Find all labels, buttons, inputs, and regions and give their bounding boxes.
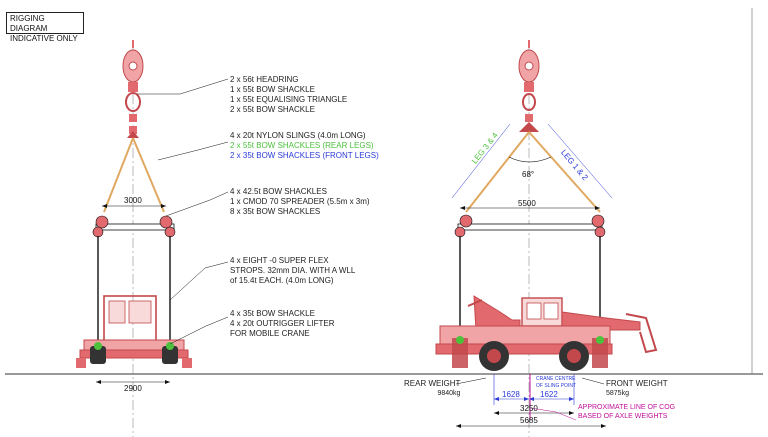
note-headring: 2 x 56t HEADRING <box>230 75 299 84</box>
note-strops-2: STROPS. 32mm DIA. WITH A WLL <box>230 266 356 275</box>
sling-notes: 4 x 20t NYLON SLINGS (4.0m LONG) 2 x 55t… <box>230 131 379 161</box>
dim-1628: 1628 <box>502 390 520 399</box>
side-view <box>435 40 658 437</box>
dim-spreader-front: 3000 <box>124 196 142 205</box>
rear-weight-value: 9840kg <box>437 390 461 397</box>
diagram-title-box: RIGGING DIAGRAM INDICATIVE ONLY <box>6 12 84 43</box>
cog-note-2: BASED OF AXLE WEIGHTS <box>578 413 668 420</box>
dim-3250: 3250 <box>520 404 538 413</box>
note-equalising-triangle: 1 x 55t EQUALISING TRIANGLE <box>230 95 348 104</box>
note-bottom-1: 4 x 35t BOW SHACKLE <box>230 309 315 318</box>
front-weight: FRONT WEIGHT 5875kg <box>606 379 668 399</box>
note-strops-1: 4 x EIGHT -0 SUPER FLEX <box>230 256 329 265</box>
note-rear-legs: 2 x 55t BOW SHACKLES (REAR LEGS) <box>230 141 374 150</box>
dim-spreader-side: 5500 <box>518 199 536 208</box>
note-bottom-3: FOR MOBILE CRANE <box>230 329 310 338</box>
front-view <box>76 40 229 437</box>
hook-notes: 2 x 56t HEADRING 1 x 55t BOW SHACKLE 1 x… <box>230 75 347 115</box>
note-strops-3: of 15.4t EACH. (4.0m LONG) <box>230 276 334 285</box>
dim-5685: 5685 <box>520 416 538 425</box>
note-nylon-slings: 4 x 20t NYLON SLINGS (4.0m LONG) <box>230 131 366 140</box>
centre-sling-note: CRANE CENTRE OF SLING POINT <box>536 376 577 389</box>
front-weight-label: FRONT WEIGHT <box>606 379 668 388</box>
spreader-side <box>454 214 606 238</box>
strop-notes: 4 x EIGHT -0 SUPER FLEX STROPS. 32mm DIA… <box>230 256 355 286</box>
note-bottom-2: 4 x 20t OUTRIGGER LIFTER <box>230 319 335 328</box>
rear-weight: REAR WEIGHT 9840kg <box>404 379 460 399</box>
title-line-1: RIGGING DIAGRAM <box>10 14 48 33</box>
hook-block-side <box>518 40 540 132</box>
cog-note-1: APPROXIMATE LINE OF COG <box>578 404 676 411</box>
spreader-notes: 4 x 42.5t BOW SHACKLES 1 x CMOD 70 SPREA… <box>230 187 370 217</box>
crane-front-view <box>76 295 192 368</box>
note-bow-shackle-55-pair: 2 x 55t BOW SHACKLE <box>230 105 315 114</box>
cog-note: APPROXIMATE LINE OF COG BASED OF AXLE WE… <box>578 403 675 421</box>
spreader-front <box>92 215 176 238</box>
outrigger-notes: 4 x 35t BOW SHACKLE 4 x 20t OUTRIGGER LI… <box>230 309 334 339</box>
dim-base-front: 2900 <box>124 384 142 393</box>
note-bow-shackles-35: 8 x 35t BOW SHACKLES <box>230 207 321 216</box>
dim-1622: 1622 <box>540 390 558 399</box>
note-front-legs: 2 x 35t BOW SHACKLES (FRONT LEGS) <box>230 151 379 160</box>
note-bow-shackle-55: 1 x 55t BOW SHACKLE <box>230 85 315 94</box>
note-bow-shackles-42: 4 x 42.5t BOW SHACKLES <box>230 187 327 196</box>
hook-block-front <box>122 40 144 138</box>
crane-side-view <box>435 295 658 371</box>
dim-angle: 68° <box>522 170 535 179</box>
note-spreader: 1 x CMOD 70 SPREADER (5.5m x 3m) <box>230 197 370 206</box>
front-weight-value: 5875kg <box>606 390 629 397</box>
rear-weight-label: REAR WEIGHT <box>404 379 461 388</box>
title-line-2: INDICATIVE ONLY <box>10 34 78 43</box>
